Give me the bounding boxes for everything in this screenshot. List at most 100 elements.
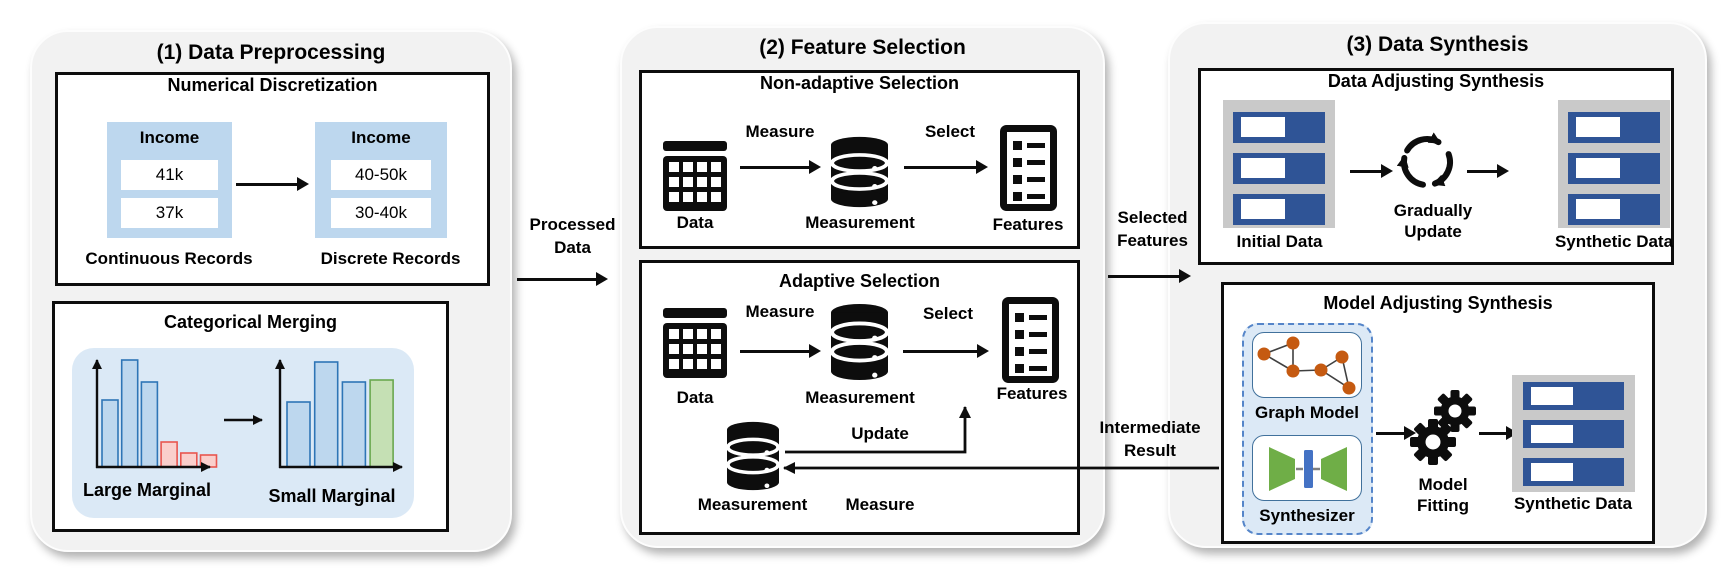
result-line: Result (1124, 441, 1176, 460)
update-label: Update (851, 424, 909, 443)
adaptive-selection-box: Adaptive Selection Data Measure (639, 260, 1080, 535)
cycle-update-icon (1396, 132, 1453, 188)
non-adaptive-title: Non-adaptive Selection (759, 73, 960, 93)
discretize-arrow (236, 177, 309, 191)
selected-line: Selected (1117, 208, 1188, 227)
categorical-merging-box: Categorical Merging (52, 301, 449, 532)
features-list-icon (1002, 297, 1059, 383)
table-cell: 37k (121, 198, 218, 228)
features-label: Features (992, 215, 1064, 234)
marginal-bar-charts (92, 359, 403, 472)
numerical-title: Numerical Discretization (167, 75, 378, 95)
update-line: Update (1404, 222, 1462, 241)
gradually-update-label: Gradually Update (1363, 200, 1503, 242)
synthesizer-autoencoder-icon (1269, 447, 1347, 491)
marginal-bar (369, 379, 394, 468)
categorical-title: Categorical Merging (163, 312, 338, 332)
to-update-arrow (1350, 164, 1393, 178)
graph-model-label: Graph Model (1255, 403, 1359, 422)
data-table-icon (663, 141, 727, 211)
marginal-bar (286, 401, 311, 468)
selected-features-arrow (1108, 269, 1191, 283)
synthetic-data-block (1512, 375, 1635, 492)
data-label: Data (676, 388, 714, 407)
discrete-table: Income 40-50k 30-40k (315, 122, 447, 238)
select-arrow (904, 160, 988, 174)
panel2-title: (2) Feature Selection (759, 36, 966, 59)
model-adjusting-title: Model Adjusting Synthesis (1323, 293, 1553, 313)
panel1-title: (1) Data Preprocessing (156, 41, 386, 64)
synthesizer-box (1252, 435, 1362, 501)
gears-icon (1410, 390, 1476, 465)
table-cell: 30-40k (331, 198, 431, 228)
continuous-records-label: Continuous Records (85, 249, 253, 268)
marginal-bar (101, 399, 119, 468)
initial-data-label: Initial Data (1236, 232, 1323, 251)
to-fitting-arrow (1376, 426, 1416, 440)
small-marginal-label: Small Marginal (268, 486, 396, 506)
processed-data-arrow (517, 272, 608, 286)
graph-model-box (1252, 332, 1362, 398)
measurement2-label: Measurement (697, 495, 808, 514)
marginal-bar (120, 359, 139, 468)
data-adjusting-title: Data Adjusting Synthesis (1327, 71, 1545, 91)
gradually-line: Gradually (1393, 201, 1473, 220)
to-synthetic-arrow (1467, 164, 1509, 178)
processed-data-label: Processed Data (515, 213, 630, 259)
intermediate-result-label: Intermediate Result (1088, 416, 1212, 462)
select-label: Select (924, 122, 976, 141)
select-arrow (903, 344, 989, 358)
data-label: Data (676, 213, 714, 232)
synthesizer-label: Synthesizer (1259, 506, 1355, 525)
table-cell: 40-50k (331, 160, 431, 190)
to-synthetic-arrow (1479, 426, 1518, 440)
marginal-bar (313, 361, 339, 468)
synthetic-data-label: Synthetic Data (1513, 494, 1633, 513)
discrete-records-label: Discrete Records (320, 249, 461, 268)
database-icon (831, 136, 888, 208)
chart-axes (92, 359, 403, 472)
continuous-table: Income 41k 37k (107, 122, 232, 238)
measurement-label: Measurement (805, 388, 915, 407)
fitting-line: Fitting (1417, 496, 1469, 515)
synthetic-data-label: Synthetic Data (1554, 232, 1674, 251)
panel-data-preprocessing: (1) Data Preprocessing Numerical Discret… (30, 30, 512, 552)
measure-arrow (740, 344, 821, 358)
synthetic-data-block (1558, 100, 1670, 228)
data-line: Data (554, 238, 591, 257)
features-list-icon (1000, 125, 1057, 211)
panel-data-synthesis: (3) Data Synthesis Data Adjusting Synthe… (1168, 22, 1707, 548)
marginal-bar (140, 381, 159, 468)
measure-label: Measure (745, 302, 815, 321)
database-icon (831, 303, 888, 381)
marginal-bar (341, 381, 367, 468)
merging-charts-background: Large Marginal Small Marginal (72, 348, 414, 518)
features-line: Features (1117, 231, 1188, 250)
marginal-bar (180, 452, 198, 468)
selected-features-label: Selected Features (1105, 206, 1200, 252)
graph-model-icon (1257, 336, 1356, 395)
measure-label: Measure (745, 122, 815, 141)
measure-arrow (740, 160, 821, 174)
model-fitting-label: Model Fitting (1373, 474, 1513, 516)
non-adaptive-selection-box: Non-adaptive Selection Data Measure (639, 70, 1080, 249)
marginal-bar (160, 441, 178, 468)
discrete-table-header: Income (351, 128, 411, 147)
initial-data-block (1223, 100, 1335, 228)
data-table-icon (663, 308, 727, 378)
marginal-bar (199, 454, 218, 468)
database-icon (727, 421, 779, 491)
intermediate-line: Intermediate (1099, 418, 1201, 437)
processed-line: Processed (529, 215, 616, 234)
model-line: Model (1418, 475, 1468, 494)
panel-feature-selection: (2) Feature Selection Non-adaptive Selec… (620, 26, 1105, 548)
large-marginal-label: Large Marginal (82, 480, 212, 500)
measure2-label: Measure (845, 495, 915, 514)
adaptive-title: Adaptive Selection (778, 271, 941, 291)
continuous-table-header: Income (139, 128, 200, 147)
measurement-label: Measurement (805, 213, 915, 232)
numerical-discretization-box: Numerical Discretization Income 41k 37k … (55, 72, 490, 286)
model-adjusting-box: Model Adjusting Synthesis Graph Model (1221, 282, 1655, 544)
panel3-title: (3) Data Synthesis (1346, 33, 1529, 56)
